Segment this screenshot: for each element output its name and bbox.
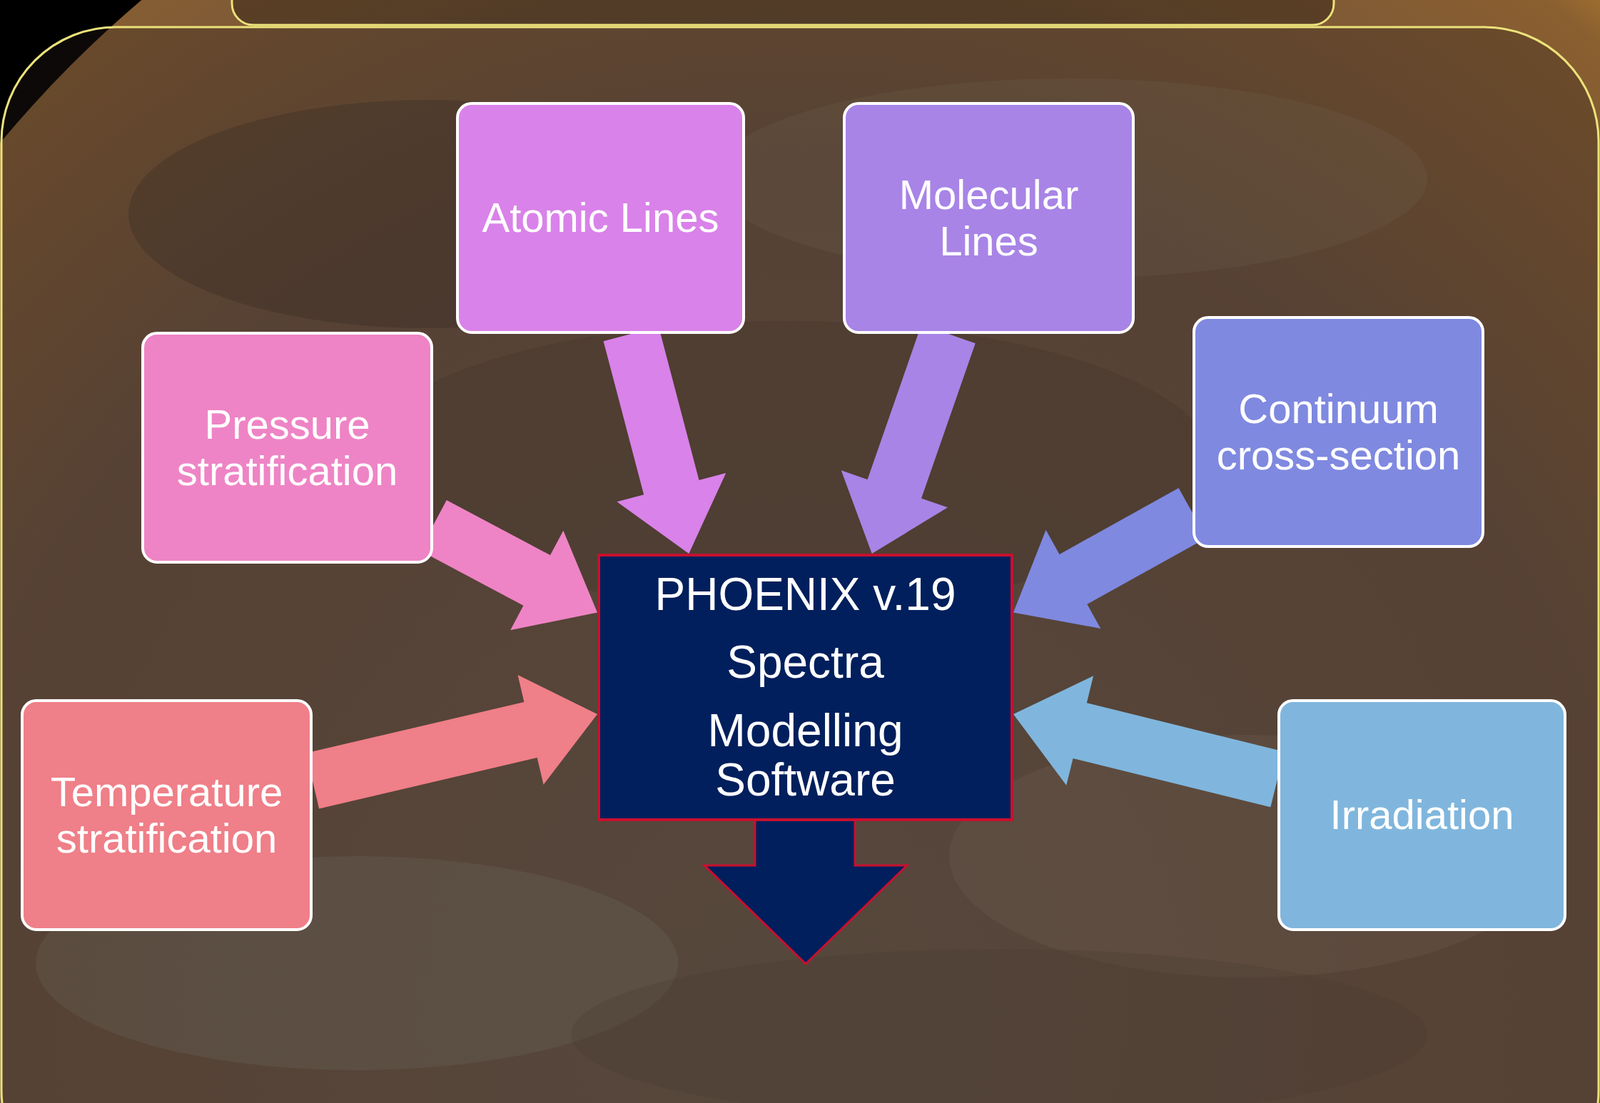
block-arrow [616,333,726,554]
output-arrow [704,819,908,965]
block-arrow [1013,675,1278,786]
software-label: Spectra [726,638,885,688]
box-content: Pressure stratification [157,401,418,495]
input-box: Atomic Lines [456,102,746,334]
box-label: Temperature stratification [36,769,297,863]
box-label: Continuum cross-section [1208,386,1469,479]
input-box: Irradiation [1277,699,1567,932]
arrow-stem [630,333,672,489]
input-box: Molecular Lines [842,102,1135,334]
software-label: Modelling Software [613,706,998,805]
block-arrow [1013,513,1193,629]
box-content: Temperature stratification [36,769,297,863]
content-panel [1,27,1599,1103]
arrow-head [510,530,598,631]
arrow-head [1013,675,1094,786]
arrow-head [1013,530,1101,629]
arrow-stem [1071,513,1193,581]
box-label: Atomic Lines [481,194,719,242]
input-box: Temperature stratification [20,699,313,932]
software-name: PHOENIX v.19 [654,570,956,620]
box-label: Irradiation [1330,792,1515,839]
block-arrow [841,333,949,554]
arrow-stem [894,333,949,491]
arrow-stem [1078,730,1278,781]
block-arrow [433,525,598,631]
block-arrow [312,675,598,786]
top-panel [231,0,1334,25]
box-label: Pressure stratification [157,401,418,495]
software-box: PHOENIX v.19SpectraModelling Software [597,553,1014,822]
box-content: Continuum cross-section [1208,386,1469,479]
arrow-head [841,470,948,554]
arrow-head [518,675,598,786]
box-content: Atomic Lines [481,194,719,242]
input-box: Continuum cross-section [1192,316,1485,549]
box-content: PHOENIX v.19SpectraModelling Software [613,570,998,805]
box-content: Molecular Lines [858,171,1120,265]
input-box: Pressure stratification [141,331,434,564]
box-label: Molecular Lines [858,171,1120,265]
arrow-head [616,473,726,554]
arrow-stem [433,525,539,581]
arrow-stem [312,729,532,781]
box-content: Irradiation [1330,792,1515,839]
